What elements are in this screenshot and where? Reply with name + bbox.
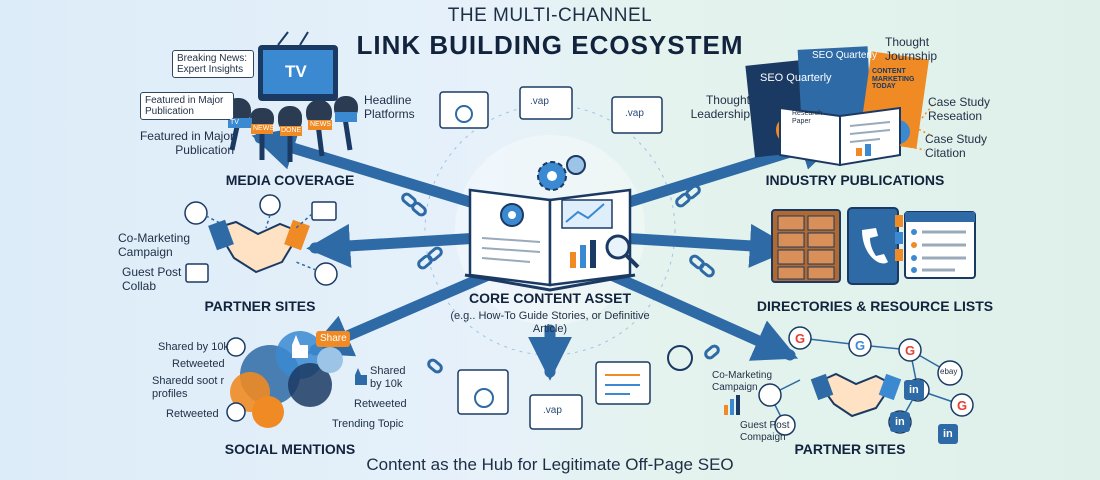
tv-icon	[258, 31, 338, 101]
partner-left-network	[184, 194, 338, 286]
core-content-subtitle: (e.g.. How-To Guide Stories, or Definiti…	[450, 310, 650, 336]
linkedin-badges	[890, 380, 958, 444]
partner-right-nodes	[758, 326, 974, 436]
magazine-icons	[745, 46, 929, 167]
window-vap-1: .vap	[530, 96, 549, 107]
mic-label-1: TV	[230, 119, 239, 126]
social-label-shared-profiles: Sharedd soot r profiles	[152, 375, 225, 400]
social-label-retweeted-1: Retweeted	[172, 358, 225, 370]
linkedin-badge-1: in	[909, 384, 919, 396]
svg-text:G: G	[855, 338, 865, 353]
industry-dotted-lines	[899, 101, 936, 151]
social-label-retweeted-2: Retweeted	[166, 408, 219, 420]
partner-sites-right-heading: PARTNER SITES	[794, 441, 906, 457]
tv-label: TV	[285, 62, 307, 81]
window-vap-3: .vap	[543, 405, 562, 416]
google-g-icons: G G G G	[795, 331, 967, 413]
linkedin-badge-2: in	[895, 416, 905, 428]
ebay-badge: ebay	[940, 367, 958, 376]
resource-list-icon	[904, 211, 976, 279]
core-content-heading: CORE CONTENT ASSET	[468, 290, 632, 306]
media-coverage-heading: MEDIA COVERAGE	[225, 172, 355, 188]
bar-chart-icons	[724, 395, 740, 415]
chain-link-icons	[401, 184, 720, 374]
svg-text:G: G	[957, 398, 967, 413]
partner-sites-left-heading: PARTNER SITES	[204, 298, 316, 314]
svg-text:G: G	[905, 343, 915, 358]
social-label-shared-2: Shared by 10k	[370, 365, 406, 390]
microphone-icons	[225, 96, 358, 162]
arrow-partner-left	[306, 223, 486, 268]
mic-label-2: NEWS	[253, 125, 274, 132]
partner-left-label-campaign: Co-Marketing Campaign	[118, 231, 191, 259]
industry-publications-heading: INDUSTRY PUBLICATIONS	[765, 172, 945, 188]
title-line-1: THE MULTI-CHANNEL	[447, 5, 653, 26]
mag-title-3: CONTENT MARKETING TODAY	[872, 68, 915, 91]
media-tag-featured: Featured in Major Publication	[140, 92, 234, 120]
social-label-shared-1: Shared by 10k	[158, 341, 229, 353]
partner-left-label-guest-post: Guest Post Collab	[122, 265, 182, 293]
share-button-label: Share	[320, 333, 347, 344]
mic-label-3: DONE	[281, 127, 302, 134]
partner-right-label-campaign: Co-Marketing Campaign	[712, 370, 773, 393]
arrow-directories	[614, 223, 794, 268]
core-book-icon	[464, 188, 640, 292]
mag-title-1: SEO Quarterly	[760, 72, 832, 84]
partner-right-label-guest-post: Guest Post Compaign	[740, 420, 790, 443]
social-label-trending: Trending Topic	[332, 418, 404, 430]
avatar-icons	[226, 337, 246, 422]
mag-title-4: Research Paper	[792, 110, 822, 125]
industry-label-citation: Case Study Citation	[925, 132, 988, 160]
browser-window-icons	[439, 86, 663, 430]
media-label-featured: Featured in Major Publication	[139, 129, 234, 157]
handshake-icon-right	[810, 372, 902, 418]
partner-left-lines	[205, 213, 317, 271]
gear-icon	[537, 155, 586, 191]
file-cabinet-icon	[771, 209, 841, 283]
arrow-partner-right	[594, 264, 799, 361]
window-vap-2: .vap	[625, 108, 644, 119]
arrow-media	[251, 127, 496, 214]
directories-heading: DIRECTORIES & RESOURCE LISTS	[756, 298, 994, 314]
mic-label-4: NEWS	[310, 121, 331, 128]
title-line-2: LINK BUILDING ECOSYSTEM	[356, 30, 744, 60]
hub-ring	[424, 104, 676, 356]
handshake-icon-left	[208, 219, 310, 274]
industry-label-reseation: Case Study Reseation	[928, 95, 991, 123]
svg-text:G: G	[795, 331, 805, 346]
address-book-icon	[847, 207, 903, 285]
linkedin-badge-3: in	[943, 428, 953, 440]
thumbs-up-icons	[292, 335, 367, 385]
window-lines	[605, 374, 640, 395]
media-label-headline: Headline Platforms	[364, 93, 415, 121]
industry-label-leadership: Thought Leadership	[690, 93, 750, 121]
industry-label-journship: Thought Journship	[885, 35, 938, 63]
social-mentions-heading: SOCIAL MENTIONS	[224, 441, 356, 457]
mag-title-2: SEO Quarterly	[812, 50, 878, 61]
window-globe-icons	[455, 105, 693, 408]
footer-caption: Content as the Hub for Legitimate Off-Pa…	[366, 455, 734, 474]
media-tag-breaking-news: Breaking News: Expert Insights	[172, 50, 254, 78]
social-label-retweeted-3: Retweeted	[354, 398, 407, 410]
share-bubble-icon	[316, 331, 350, 347]
